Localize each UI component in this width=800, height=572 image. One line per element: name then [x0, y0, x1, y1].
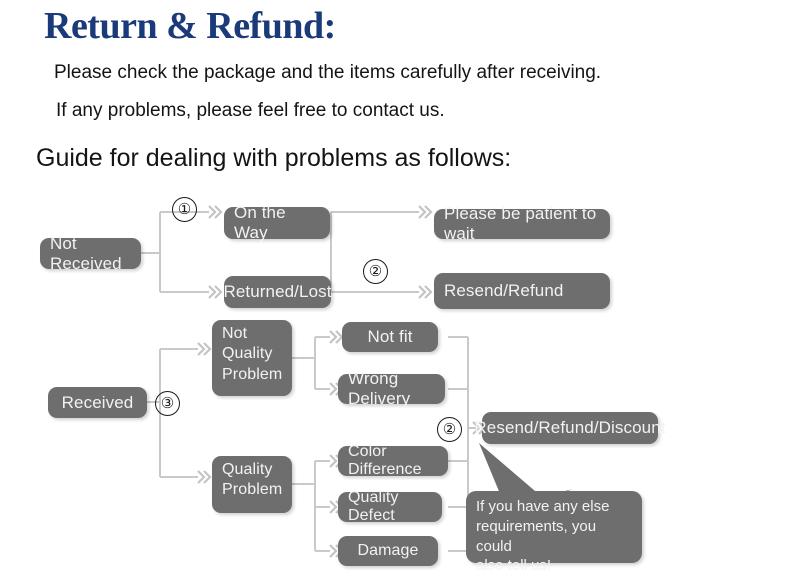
node-received[interactable]: Received — [48, 387, 147, 418]
node-returned-lost-label: Returned/Lost — [223, 282, 332, 302]
arrowhead-on-the-way — [207, 204, 223, 220]
callout-bubble: If you have any else requirements, you c… — [466, 491, 642, 572]
node-quality-problem-line-1: Quality — [222, 461, 273, 478]
step-marker-1-label: ① — [177, 202, 192, 218]
intro-line-1: Please check the package and the items c… — [54, 62, 602, 83]
arrowhead-returned-lost — [207, 284, 223, 300]
step-marker-2-bottom: ② — [437, 417, 462, 442]
node-please-be-patient-label: Please be patient to wait — [444, 204, 597, 243]
node-not-quality-problem-line-2: Quality — [222, 345, 273, 363]
step-marker-2-bottom-label: ② — [442, 422, 457, 438]
node-not-received-label: Not Received — [50, 233, 122, 273]
node-please-be-patient-to-wait[interactable]: Please be patient to wait — [434, 204, 610, 243]
node-not-quality-problem-line-3: Problem — [222, 365, 283, 383]
arrowhead-please-be-patient — [417, 204, 433, 220]
node-quality-defect[interactable]: Quality Defect — [338, 489, 442, 524]
node-quality-defect-label: Quality Defect — [348, 488, 399, 524]
node-resend-refund-discount-label: Resend/Refund/Discount — [474, 418, 666, 438]
node-not-fit[interactable]: Not fit — [342, 322, 438, 352]
step-marker-3: ③ — [155, 391, 180, 416]
callout-line-1: If you have any else — [476, 498, 610, 515]
node-on-the-way-label: On the Way — [234, 203, 286, 242]
node-quality-problem-line-2: Problem — [222, 481, 283, 499]
node-not-quality-problem-line-1: Not — [222, 325, 248, 342]
node-on-the-way[interactable]: On the Way — [224, 203, 330, 242]
step-marker-2-top-label: ② — [368, 264, 383, 280]
node-quality-problem[interactable]: Quality Problem — [212, 456, 292, 513]
node-damage[interactable]: Damage — [338, 536, 438, 566]
arrowhead-resend-refund — [417, 284, 433, 300]
page-title: Return & Refund: — [44, 5, 336, 47]
callout-line-3: also tell us! — [476, 557, 552, 572]
arrowhead-not-fit — [328, 329, 344, 345]
node-returned-lost[interactable]: Returned/Lost — [223, 276, 332, 308]
node-not-quality-problem[interactable]: Not Quality Problem — [212, 320, 292, 396]
node-damage-label: Damage — [357, 541, 419, 559]
guide-heading: Guide for dealing with problems as follo… — [36, 144, 512, 172]
node-not-received[interactable]: Not Received — [40, 234, 141, 273]
node-not-fit-label: Not fit — [367, 327, 413, 347]
node-color-difference[interactable]: Color Difference — [338, 443, 448, 478]
node-wrong-delivery[interactable]: Wrong Delivery — [338, 369, 445, 408]
node-wrong-delivery-label: Wrong Delivery — [348, 369, 411, 408]
arrowhead-not-quality-problem — [196, 341, 212, 357]
callout-line-2: requirements, you could — [476, 517, 597, 555]
node-resend-refund-label: Resend/Refund — [444, 281, 564, 301]
step-marker-1: ① — [172, 197, 197, 222]
node-resend-refund-discount[interactable]: Resend/Refund/Discount — [474, 412, 666, 444]
arrowhead-quality-problem — [196, 469, 212, 485]
step-marker-2-top: ② — [363, 259, 388, 284]
node-resend-refund[interactable]: Resend/Refund — [434, 273, 610, 309]
intro-line-2: If any problems, please feel free to con… — [56, 100, 445, 121]
node-received-label: Received — [61, 392, 134, 412]
node-color-difference-label: Color Difference — [348, 442, 422, 478]
step-marker-3-label: ③ — [160, 396, 175, 412]
